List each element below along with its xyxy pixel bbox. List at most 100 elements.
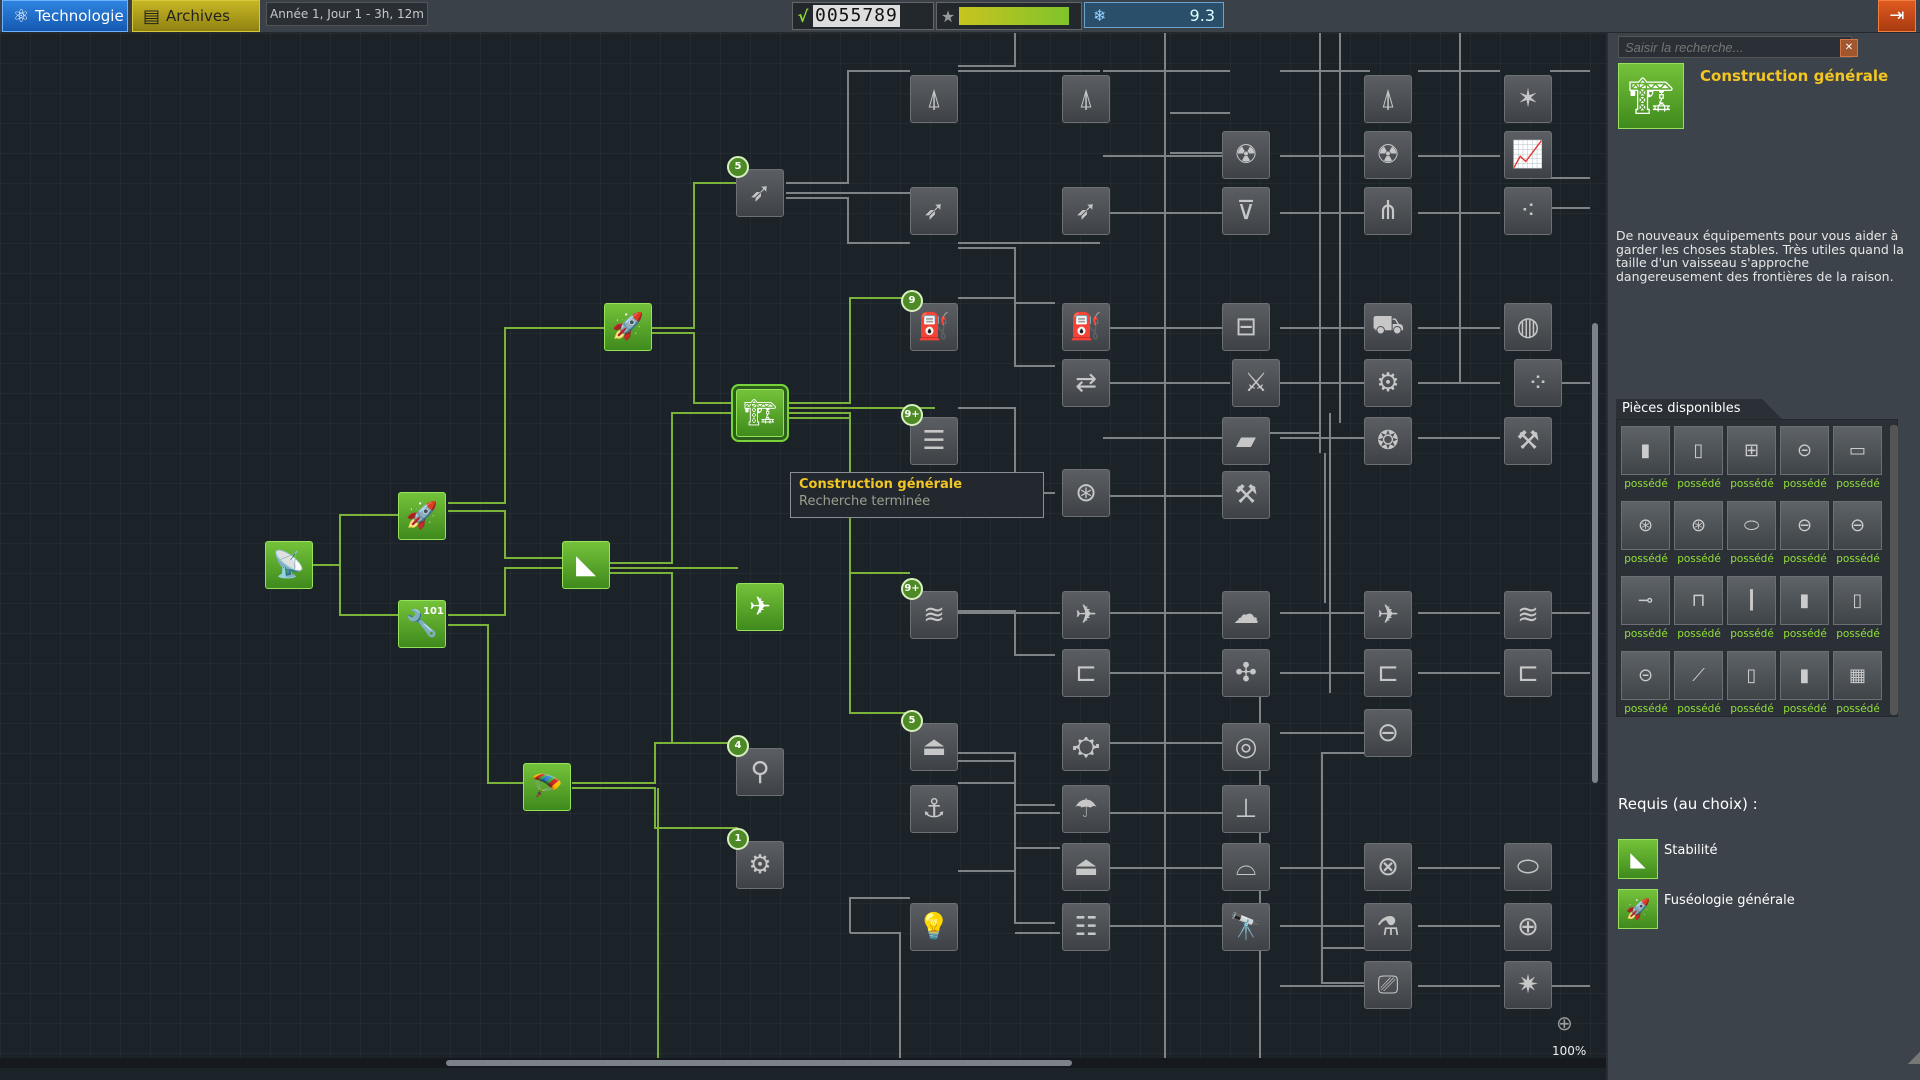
tech-node-electrics[interactable]: 💡 bbox=[910, 903, 958, 951]
parts-tab[interactable]: Pièces disponibles bbox=[1616, 399, 1782, 419]
tech-node-engineering-101[interactable]: 🔧101 bbox=[398, 600, 446, 648]
tech-node-advanced-flight-control[interactable]: ⏏5 bbox=[901, 710, 958, 771]
tech-node-aero-5[interactable]: ≋ bbox=[1504, 591, 1552, 639]
part-item[interactable]: ▮ bbox=[1780, 576, 1829, 625]
part-item[interactable]: ▮ bbox=[1621, 426, 1670, 475]
tree-vertical-scrollbar[interactable] bbox=[1592, 323, 1598, 783]
part-item[interactable]: ⊝ bbox=[1780, 426, 1829, 475]
tech-node-aerospace-tech[interactable]: ⊖ bbox=[1364, 709, 1412, 757]
part-item[interactable]: ⊛ bbox=[1674, 501, 1723, 550]
tech-node-command-modules[interactable]: ⏏ bbox=[1062, 843, 1110, 891]
tech-node-adapters[interactable]: ⇄ bbox=[1062, 359, 1110, 407]
part-item[interactable]: ⊞ bbox=[1727, 426, 1776, 475]
part-item[interactable]: ▯ bbox=[1674, 426, 1723, 475]
search-input[interactable] bbox=[1618, 36, 1852, 58]
tech-node-structures[interactable]: ◎ bbox=[1222, 723, 1270, 771]
tech-node-heavy-landing[interactable]: ⛮ bbox=[1062, 723, 1110, 771]
part-item[interactable]: ⊖ bbox=[1780, 501, 1829, 550]
tech-node-advanced-science[interactable]: ⚗ bbox=[1364, 903, 1412, 951]
stability-icon[interactable]: ◣ bbox=[1618, 839, 1658, 879]
tech-node-specialized-science[interactable]: ✶ bbox=[1504, 75, 1552, 123]
tab-archives[interactable]: ▤ Archives bbox=[132, 0, 260, 32]
tech-node-stability[interactable]: ◣ bbox=[562, 541, 610, 589]
tech-node-advanced-exploration[interactable]: ⚔ bbox=[1232, 359, 1280, 407]
tech-node-miniaturization[interactable]: ▰ bbox=[1222, 417, 1270, 465]
tech-node-experimental-aero[interactable]: ✈ bbox=[1364, 591, 1412, 639]
part-item[interactable]: ⬭ bbox=[1727, 501, 1776, 550]
tech-node-flight-control[interactable]: ⚲4 bbox=[727, 735, 784, 796]
tech-node-science-tech[interactable]: 🔭 bbox=[1222, 903, 1270, 951]
tech-node-start[interactable]: 📡 bbox=[265, 541, 313, 589]
tech-node-landing[interactable]: ⚓ bbox=[910, 785, 958, 833]
tech-tree-canvas[interactable]: 📡 🚀 🔧101 ◣ 🚀 🪂 ➶5 🏗 ✈ ⚲4 ⚙1 ⍋ ➶ ⛽9 ☰9+ ≋… bbox=[0, 33, 1606, 1058]
tech-node-composites[interactable]: ❂ bbox=[1364, 417, 1412, 465]
tech-node-general-rocketry[interactable]: 🚀 bbox=[604, 303, 652, 351]
tech-node-specialized-construction[interactable]: ⊛ bbox=[1062, 469, 1110, 517]
tech-node-very-heavy-rocketry[interactable]: ⍋ bbox=[1364, 75, 1412, 123]
tech-node-field-science-2[interactable]: ⬭ bbox=[1504, 843, 1552, 891]
tech-node-scanning[interactable]: 📈 bbox=[1504, 131, 1552, 179]
tree-horizontal-scrollbar[interactable] bbox=[446, 1060, 1072, 1066]
part-item[interactable]: ▮ bbox=[1780, 651, 1829, 700]
tech-node-experimental-science[interactable]: ✷ bbox=[1504, 961, 1552, 1009]
rocket-icon[interactable]: 🚀 bbox=[1618, 889, 1658, 929]
tab-technology[interactable]: ⚛ Technologie bbox=[2, 0, 128, 32]
tech-node-nuclear-propulsion[interactable]: ☢ bbox=[1222, 131, 1270, 179]
tech-node-large-volume[interactable]: ⊟ bbox=[1222, 303, 1270, 351]
parts-scrollbar[interactable] bbox=[1890, 425, 1898, 715]
part-item[interactable]: ▭ bbox=[1833, 426, 1882, 475]
tech-node-fuel-systems-2[interactable]: ⊽ bbox=[1222, 187, 1270, 235]
tech-node-hypersonic[interactable]: ✣ bbox=[1222, 649, 1270, 697]
part-item[interactable]: ⊛ bbox=[1621, 501, 1670, 550]
tech-node-exotic-materials[interactable]: ⚒ bbox=[1504, 417, 1552, 465]
tech-node-basic-science[interactable]: ⚙1 bbox=[727, 828, 784, 889]
tech-node-propulsion-systems[interactable]: ➶ bbox=[910, 187, 958, 235]
tech-node-advanced-rocketry[interactable]: ➶5 bbox=[727, 156, 784, 217]
tech-node-aero-6[interactable]: ⊏ bbox=[1504, 649, 1552, 697]
part-item[interactable]: ▯ bbox=[1727, 651, 1776, 700]
tech-node-basic-rocketry[interactable]: 🚀 bbox=[398, 492, 446, 540]
part-item[interactable]: ▯ bbox=[1833, 576, 1882, 625]
part-item[interactable]: ⊖ bbox=[1833, 501, 1882, 550]
tech-node-advanced-fuel-systems[interactable]: ⛽ bbox=[1062, 303, 1110, 351]
parts-grid[interactable]: ▮possédé▯possédé⊞possédé⊝possédé▭possédé… bbox=[1616, 419, 1898, 717]
tech-node-advanced-construction[interactable]: ☰9+ bbox=[901, 404, 958, 465]
tech-node-advanced-landing[interactable]: ☂ bbox=[1062, 785, 1110, 833]
tech-node-advanced-motors[interactable]: ⊗ bbox=[1364, 843, 1412, 891]
part-item[interactable]: ⊝ bbox=[1621, 651, 1670, 700]
tech-node-aviation-3[interactable]: ☁ bbox=[1222, 591, 1270, 639]
part-item[interactable]: ▦ bbox=[1833, 651, 1882, 700]
exit-button[interactable]: ⇥ bbox=[1878, 0, 1916, 32]
tech-node-aviation-2[interactable]: ✈ bbox=[1062, 591, 1110, 639]
part-item[interactable]: ⊸ bbox=[1621, 576, 1670, 625]
tech-node-nuclear-propulsion-2[interactable]: ☢ bbox=[1364, 131, 1412, 179]
tech-node-automation[interactable]: ⚙ bbox=[1364, 359, 1412, 407]
tech-node-advanced-science-2[interactable]: ⊕ bbox=[1504, 903, 1552, 951]
zoom-in-icon[interactable]: ⊕ bbox=[1556, 1011, 1573, 1035]
tech-node-heavy-rocketry[interactable]: ⍋ bbox=[910, 75, 958, 123]
clear-search-icon[interactable]: ✕ bbox=[1840, 39, 1858, 57]
tech-node-aviation[interactable]: ✈ bbox=[736, 583, 784, 631]
tech-node-advanced-electrics[interactable]: ☷ bbox=[1062, 903, 1110, 951]
tech-node-precision-propulsion[interactable]: ➶ bbox=[1062, 187, 1110, 235]
tech-node-hypersonic-2[interactable]: ⊏ bbox=[1364, 649, 1412, 697]
tech-node-command-modules-2[interactable]: ⌓ bbox=[1222, 843, 1270, 891]
tech-node-heavier-rocketry[interactable]: ⍋ bbox=[1062, 75, 1110, 123]
part-item[interactable]: ⟋ bbox=[1674, 651, 1723, 700]
tech-node-advanced-landing-2[interactable]: ⊥ bbox=[1222, 785, 1270, 833]
tech-node-field-science[interactable]: ⛟ bbox=[1364, 303, 1412, 351]
requirement-general-rocketry[interactable]: Fuséologie générale bbox=[1664, 893, 1795, 908]
part-item[interactable]: ┃ bbox=[1727, 576, 1776, 625]
tech-node-advanced-automation[interactable]: ⁘ bbox=[1514, 359, 1562, 407]
tech-node-node-network[interactable]: ⋔ bbox=[1364, 187, 1412, 235]
part-item[interactable]: ⊓ bbox=[1674, 576, 1723, 625]
resize-handle-icon[interactable]: ◢ bbox=[1907, 1047, 1920, 1066]
tech-node-fuel-systems[interactable]: ⛽9 bbox=[901, 290, 958, 351]
tech-node-meta-materials[interactable]: ◍ bbox=[1504, 303, 1552, 351]
tech-node-aerodynamics[interactable]: ≋9+ bbox=[901, 578, 958, 639]
requirement-stability[interactable]: Stabilité bbox=[1664, 843, 1718, 858]
tech-node-actuators[interactable]: ⚒ bbox=[1222, 471, 1270, 519]
tech-node-electronics[interactable]: ⎚ bbox=[1364, 961, 1412, 1009]
tech-node-supersonic-flight[interactable]: ⊏ bbox=[1062, 649, 1110, 697]
tech-node-general-construction[interactable]: 🏗 bbox=[736, 389, 784, 437]
